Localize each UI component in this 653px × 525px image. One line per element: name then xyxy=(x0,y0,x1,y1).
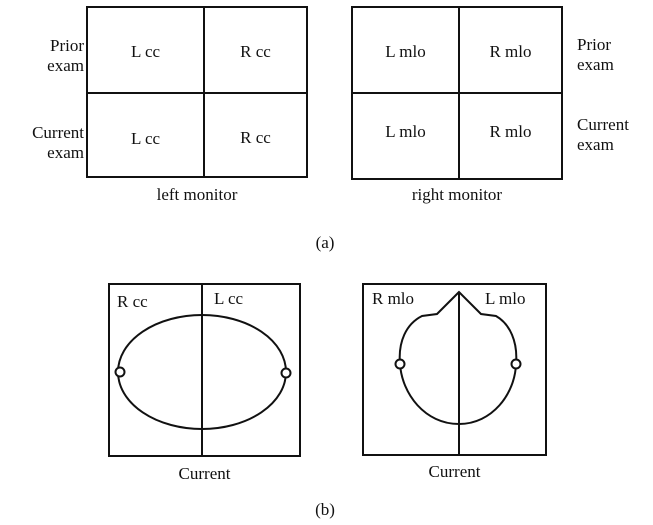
left-monitor-cell-prior-left: L cc xyxy=(130,42,161,61)
mlo-right-nipple-marker xyxy=(510,358,522,370)
left-monitor-cell-prior-right: R cc xyxy=(240,42,271,61)
right-monitor-cell-prior-right: R mlo xyxy=(489,42,532,61)
mlo-left-label: R mlo xyxy=(372,289,415,308)
mlo-breast-outline xyxy=(398,290,518,426)
part-a-label: (a) xyxy=(315,233,335,252)
left-monitor-cell-current-right: R cc xyxy=(240,128,271,147)
left-monitor-grid xyxy=(86,6,308,178)
left-monitor-cell-current-left: L cc xyxy=(130,129,161,148)
mlo-view-panel xyxy=(362,283,547,456)
left-monitor-current-exam-label: Current exam xyxy=(32,123,84,162)
cc-caption: Current xyxy=(178,464,231,483)
cc-left-nipple-marker xyxy=(114,366,126,378)
mlo-caption: Current xyxy=(428,462,481,481)
right-monitor-cell-current-right: R mlo xyxy=(489,122,532,141)
mlo-right-label: L mlo xyxy=(485,289,526,308)
left-monitor-prior-exam-label: Prior exam xyxy=(47,36,84,75)
cc-right-label: L cc xyxy=(214,289,244,308)
right-monitor-current-exam-label: Current exam xyxy=(577,115,629,154)
right-monitor-caption: right monitor xyxy=(411,185,503,204)
mlo-left-nipple-marker xyxy=(394,358,406,370)
part-b-label: (b) xyxy=(315,500,335,519)
cc-left-label: R cc xyxy=(117,292,148,311)
right-monitor-prior-exam-label: Prior exam xyxy=(577,35,614,74)
left-monitor-caption: left monitor xyxy=(156,185,238,204)
cc-right-nipple-marker xyxy=(280,367,292,379)
right-monitor-cell-prior-left: L mlo xyxy=(385,42,426,61)
right-monitor-grid xyxy=(351,6,563,180)
right-monitor-cell-current-left: L mlo xyxy=(385,122,426,141)
cc-view-panel xyxy=(108,283,301,457)
